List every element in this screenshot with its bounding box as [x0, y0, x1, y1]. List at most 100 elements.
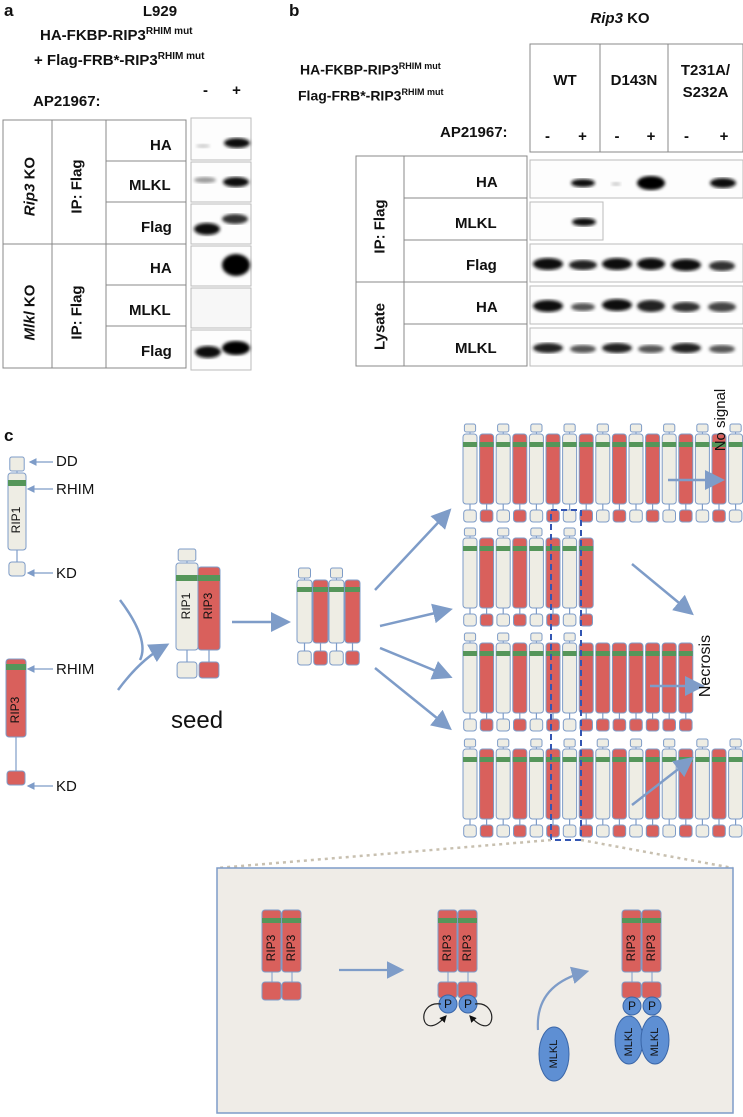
rhim-band — [595, 442, 610, 447]
mlkl-bound-text: MLKL — [649, 1028, 661, 1057]
rhim-band — [546, 757, 560, 762]
b-sign-5: - — [684, 128, 689, 145]
seed-rip1-text: RIP1 — [179, 592, 193, 619]
fibril-mixed — [611, 748, 627, 838]
arrow-to-fibril-3 — [379, 646, 453, 680]
rip3-text: RIP3 — [440, 934, 454, 961]
fibril-rip1-rip3-no-signal — [645, 433, 661, 523]
rhim-band — [595, 757, 610, 762]
rhim-band — [629, 651, 643, 656]
dd-domain — [596, 423, 609, 433]
label-rhim-2: RHIM — [56, 661, 95, 678]
fibril-rip1-rip3-no-signal — [479, 433, 495, 523]
rhim-band — [562, 757, 577, 762]
rhim-band — [313, 587, 328, 592]
genotype-s232a: S232A — [682, 84, 729, 101]
fibril-mixed — [479, 748, 495, 838]
arrow-mlkl-binding — [536, 966, 590, 1031]
rip3-text: RIP3 — [460, 934, 474, 961]
dd-domain — [729, 738, 742, 748]
fibril-short — [562, 527, 578, 627]
dd-domain — [497, 527, 510, 537]
row-label-flag-2: Flag — [141, 343, 172, 360]
mlkl-bound-text: MLKL — [623, 1028, 635, 1057]
rhim-band — [496, 757, 511, 762]
panel-c-label: c — [4, 426, 14, 445]
genotype-d143n: D143N — [610, 72, 658, 89]
autophos-arrow-left — [423, 1003, 447, 1027]
rip3-text: RIP3 — [624, 934, 638, 961]
zoom-line-left — [216, 838, 552, 870]
rip3-text: RIP3 — [284, 934, 298, 961]
kinase-domain — [679, 509, 693, 523]
b-row-flag: Flag — [466, 257, 497, 274]
fibril-mixed — [645, 748, 661, 838]
fibril-extended — [479, 642, 495, 732]
treatment-label: AP21967: — [33, 93, 101, 110]
rhim-band — [612, 757, 627, 762]
rhim-band — [282, 918, 301, 923]
mlkl-bound — [640, 1015, 670, 1065]
kinase-domain — [6, 770, 26, 786]
dd-domain — [530, 632, 543, 642]
kinase-domain — [562, 509, 577, 523]
rhim-band — [512, 757, 527, 762]
kinase-domain — [662, 824, 677, 838]
rhim-band — [612, 651, 627, 656]
fibril-extended — [545, 642, 561, 732]
dd-domain — [530, 738, 543, 748]
rip3-monomer — [5, 658, 27, 786]
panel-b-blots — [529, 159, 743, 367]
rip3-text: RIP3 — [8, 696, 22, 723]
phospho-p-text: P — [464, 997, 472, 1011]
rhim-band — [728, 442, 743, 447]
rhim-band — [678, 757, 693, 762]
rhim-band — [529, 757, 544, 762]
kinase-domain — [529, 509, 544, 523]
dd-domain — [497, 738, 510, 748]
necrosis-label: Necrosis — [697, 634, 714, 698]
kinase-domain — [198, 661, 220, 679]
dd-domain — [497, 423, 510, 433]
kinase-domain — [546, 824, 560, 838]
rhim-band — [546, 651, 560, 656]
kinase-domain — [596, 824, 610, 838]
label-kd: KD — [56, 565, 77, 582]
rhim-band — [645, 442, 660, 447]
kinase-domain — [579, 613, 594, 627]
mlkl-free-text: MLKL — [548, 1040, 560, 1069]
fibril-extended — [595, 642, 611, 732]
rhim-band — [438, 918, 457, 923]
genotype-wt: WT — [553, 72, 577, 89]
b-row-mlkl: MLKL — [455, 215, 497, 232]
kinase-domain — [529, 718, 544, 732]
dd-domain — [629, 738, 643, 748]
kinase-domain — [645, 509, 660, 523]
rhim-band — [529, 546, 544, 551]
zoom-line-right — [580, 838, 734, 870]
inset-rip3-dimer-3: RIP3 RIP3 — [621, 909, 662, 973]
kinase-domain — [579, 509, 594, 523]
dd-domain — [9, 456, 25, 472]
kinase-domain — [679, 718, 693, 732]
rip3-text: RIP3 — [644, 934, 658, 961]
rhim-band — [695, 757, 710, 762]
arrow-necrosis-3 — [631, 756, 694, 806]
rhim-band — [6, 664, 26, 670]
rhim-band — [329, 587, 344, 592]
rhim-band — [712, 757, 726, 762]
construct1-label: HA-FKBP-RIP3RHIM mut — [40, 26, 193, 44]
kinase-domain — [579, 718, 594, 732]
fibril-rip1-rip3-no-signal — [611, 433, 627, 523]
dd-domain — [463, 632, 477, 642]
phospho-p-text: P — [444, 997, 452, 1011]
label-dd: DD — [56, 453, 78, 470]
fibril-mixed — [545, 748, 561, 838]
fibril-extended — [512, 642, 528, 732]
rhim-band — [629, 442, 643, 447]
b-row-mlkl-2: MLKL — [455, 340, 497, 357]
fibril-mixed — [711, 748, 727, 838]
kinase-domain — [8, 561, 26, 577]
fibril-extended — [562, 632, 578, 732]
b-row-ha: HA — [476, 174, 498, 191]
